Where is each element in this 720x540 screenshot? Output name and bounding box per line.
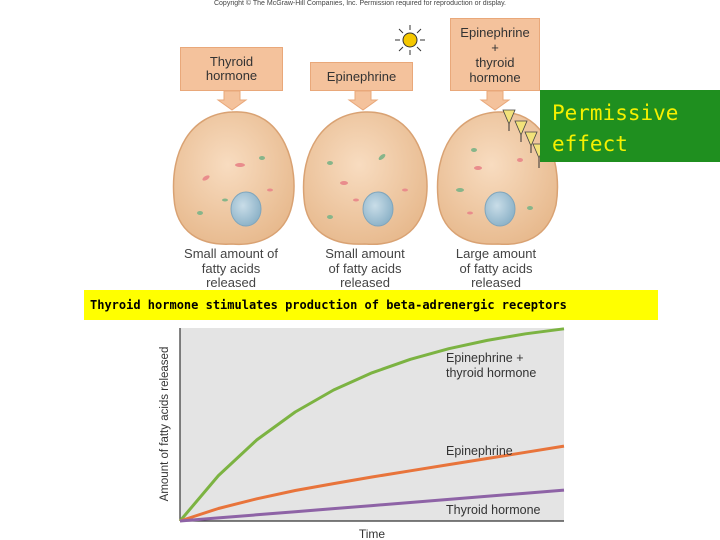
- arrow-combined: [479, 90, 511, 111]
- x-axis-label: Time: [359, 527, 386, 540]
- fat-cell-2: [302, 111, 428, 246]
- series-label-1: Epinephrine: [446, 444, 513, 458]
- series-label-0: Epinephrine +thyroid hormone: [446, 351, 536, 380]
- result-label-thyroid: Small amount of fatty acids released: [184, 246, 278, 290]
- cell-diagram: [172, 25, 559, 246]
- fat-cell-1: [172, 111, 295, 246]
- hormone-box-combined: Epinephrine + thyroid hormone: [450, 18, 540, 91]
- result-label-epinephrine: Small amount of fatty acids released: [325, 246, 405, 290]
- y-axis-label: Amount of fatty acids released: [159, 347, 171, 502]
- series-label-2: Thyroid hormone: [446, 503, 541, 517]
- receptor-lines: [508, 124, 540, 168]
- hormone-box-epinephrine: Epinephrine: [310, 62, 413, 91]
- fatty-acid-chart: Amount of fatty acids released Time Epin…: [159, 327, 565, 540]
- copyright-notice: Copyright © The McGraw-Hill Companies, I…: [213, 0, 506, 7]
- series-line-1: [179, 444, 565, 523]
- beta-receptor-banner: Thyroid hormone stimulates production of…: [84, 290, 658, 320]
- series-line-2: [179, 488, 565, 523]
- sun-icon: [395, 25, 425, 55]
- chart-plot-area: [180, 328, 564, 521]
- arrow-thyroid: [216, 90, 248, 111]
- arrow-epinephrine: [347, 90, 379, 111]
- series-line-0: [178, 327, 565, 522]
- permissive-effect-box: Permissive effect: [540, 90, 720, 162]
- hormone-box-thyroid: Thyroid hormone: [180, 47, 283, 91]
- fat-cell-3: [436, 111, 559, 246]
- result-label-combined: Large amount of fatty acids released: [455, 246, 537, 290]
